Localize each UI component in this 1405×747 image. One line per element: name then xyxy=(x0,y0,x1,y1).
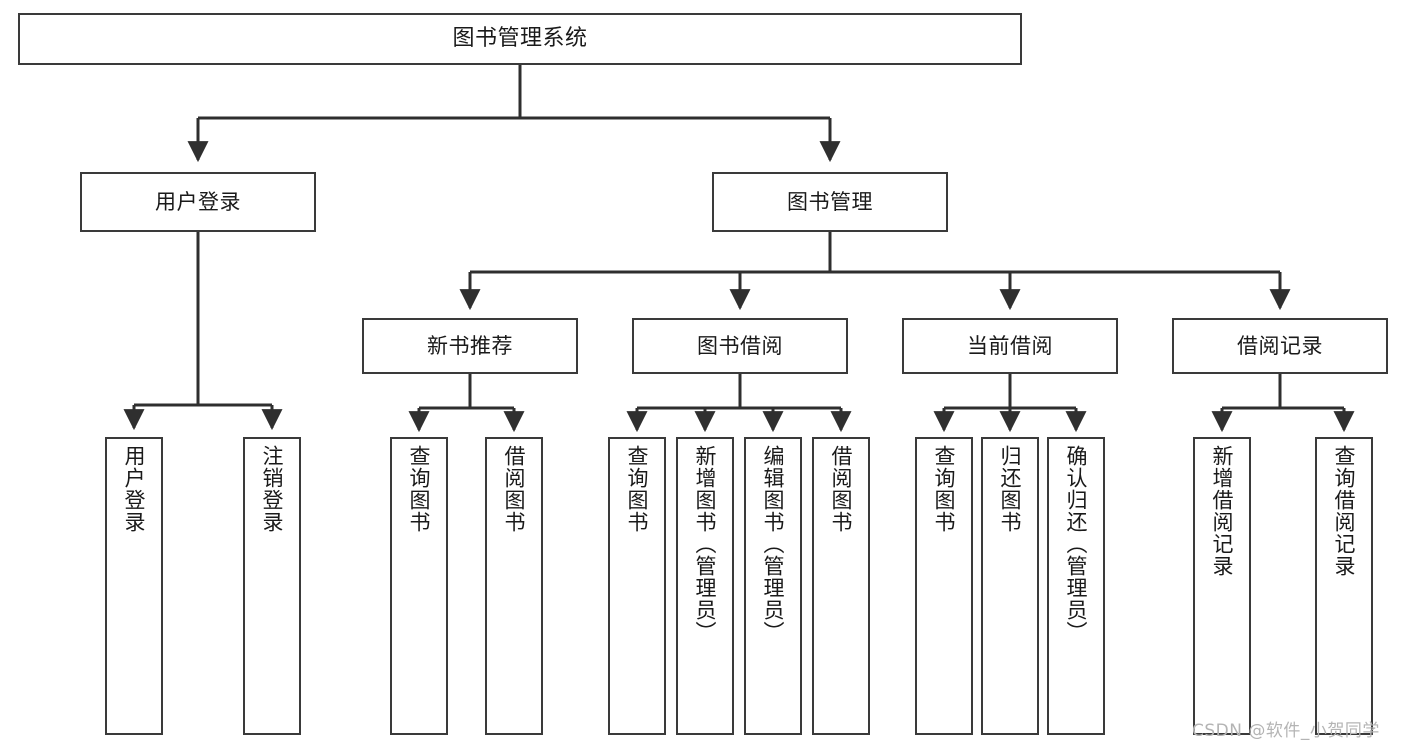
node-label: 新书推荐 xyxy=(427,333,513,358)
node-label: 查询图书 xyxy=(932,445,957,533)
node-label: 图书管理系统 xyxy=(452,26,588,52)
node-label: 图书借阅 xyxy=(697,333,783,358)
node-label: 借阅记录 xyxy=(1237,333,1323,358)
node-label: 用户登录 xyxy=(155,189,241,214)
node-label: 新增借阅记录 xyxy=(1210,445,1235,577)
node-borrow-record[interactable]: 借阅记录 xyxy=(1172,318,1388,374)
node-label: 用户登录 xyxy=(122,445,147,533)
leaf-record-add-record[interactable]: 新增借阅记录 xyxy=(1193,437,1251,735)
leaf-current-confirm-return-admin[interactable]: 确认归还（管理员） xyxy=(1047,437,1105,735)
leaf-user-login-logout[interactable]: 注销登录 xyxy=(243,437,301,735)
node-label: 当前借阅 xyxy=(967,333,1053,358)
node-root-system[interactable]: 图书管理系统 xyxy=(18,13,1022,65)
node-label: 借阅图书 xyxy=(829,445,854,533)
node-new-book-recommend[interactable]: 新书推荐 xyxy=(362,318,578,374)
node-label: 编辑图书（管理员） xyxy=(761,445,786,643)
leaf-record-query-record[interactable]: 查询借阅记录 xyxy=(1315,437,1373,735)
leaf-current-return-book[interactable]: 归还图书 xyxy=(981,437,1039,735)
leaf-borrow-add-book-admin[interactable]: 新增图书（管理员） xyxy=(676,437,734,735)
node-book-borrow[interactable]: 图书借阅 xyxy=(632,318,848,374)
node-label: 借阅图书 xyxy=(502,445,527,533)
node-label: 图书管理 xyxy=(787,189,873,214)
node-label: 查询图书 xyxy=(625,445,650,533)
node-label: 注销登录 xyxy=(260,445,285,533)
node-user-login[interactable]: 用户登录 xyxy=(80,172,316,232)
node-book-management[interactable]: 图书管理 xyxy=(712,172,948,232)
leaf-borrow-query-book[interactable]: 查询图书 xyxy=(608,437,666,735)
leaf-borrow-borrow-book[interactable]: 借阅图书 xyxy=(812,437,870,735)
leaf-recommend-borrow-book[interactable]: 借阅图书 xyxy=(485,437,543,735)
node-label: 查询借阅记录 xyxy=(1332,445,1357,577)
leaf-borrow-edit-book-admin[interactable]: 编辑图书（管理员） xyxy=(744,437,802,735)
node-current-borrow[interactable]: 当前借阅 xyxy=(902,318,1118,374)
node-label: 查询图书 xyxy=(407,445,432,533)
leaf-user-login-login[interactable]: 用户登录 xyxy=(105,437,163,735)
node-label: 归还图书 xyxy=(998,445,1023,533)
leaf-recommend-query-book[interactable]: 查询图书 xyxy=(390,437,448,735)
leaf-current-query-book[interactable]: 查询图书 xyxy=(915,437,973,735)
node-label: 新增图书（管理员） xyxy=(693,445,718,643)
watermark: CSDN @软件_小贺同学 xyxy=(1192,721,1380,741)
node-label: 确认归还（管理员） xyxy=(1064,445,1089,643)
